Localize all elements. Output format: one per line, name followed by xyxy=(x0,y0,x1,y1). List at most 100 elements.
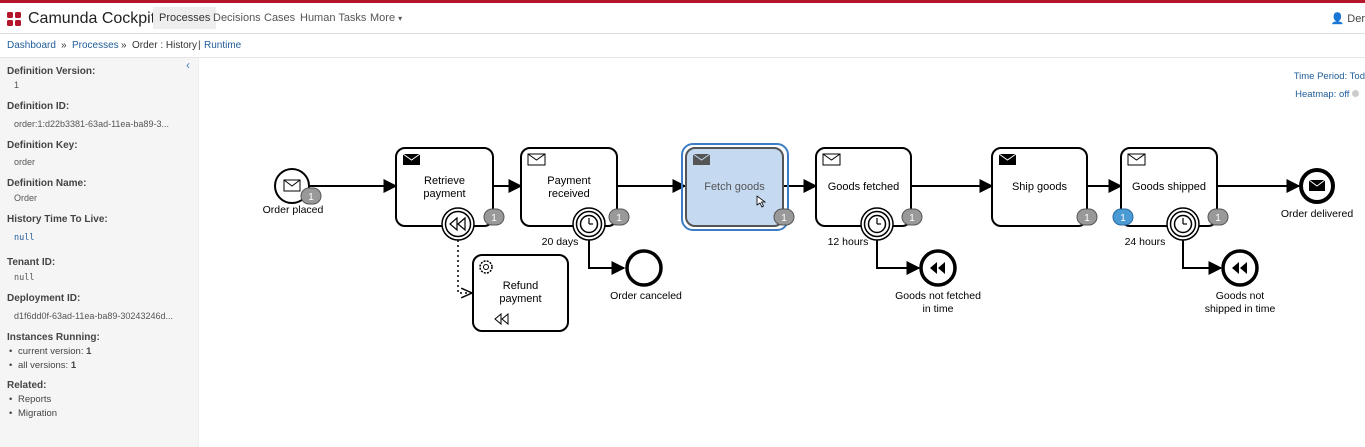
user-menu[interactable]: 👤 Der xyxy=(1331,12,1365,25)
task-label-line: Payment xyxy=(547,175,590,187)
definition-key-value: order xyxy=(14,157,36,167)
task-label: Fetch goods xyxy=(704,181,765,193)
user-icon: 👤 xyxy=(1330,13,1345,25)
end-event-order-canceled[interactable] xyxy=(625,249,663,287)
task-payment-received[interactable]: Payment received xyxy=(520,147,618,227)
task-label: Ship goods xyxy=(1012,181,1068,193)
compensation-fill-icon xyxy=(930,262,945,274)
deployment-id-link[interactable]: d1f6dd0f-63ad-11ea-ba89-30243246d... xyxy=(14,311,173,321)
instances-all-label: all versions: xyxy=(18,360,69,371)
breadcrumb-current: Order : History xyxy=(132,40,198,51)
breadcrumb-dashboard[interactable]: Dashboard xyxy=(7,40,56,51)
compensation-marker-icon xyxy=(494,312,509,326)
end-event-order-delivered[interactable] xyxy=(1299,168,1335,204)
instances-running-label: Instances Running: xyxy=(7,332,100,343)
related-label: Related: xyxy=(7,380,47,391)
badge-count: 1 xyxy=(308,192,314,203)
timer-boundary-icon[interactable] xyxy=(572,207,606,241)
goods-not-shipped-label: shipped in time xyxy=(1205,303,1276,315)
task-goods-fetched[interactable]: Goods fetched xyxy=(815,147,912,227)
badge-count: 1 xyxy=(616,213,622,224)
badge-count: 1 xyxy=(1120,213,1126,224)
timer-boundary-icon[interactable] xyxy=(860,207,894,241)
heatmap-label: Heatmap: off xyxy=(1295,89,1350,100)
badge-count: 1 xyxy=(1215,213,1221,224)
order-placed-label: Order placed xyxy=(263,204,324,216)
tenant-id-value: null xyxy=(14,273,35,283)
task-label-line: payment xyxy=(423,188,465,200)
toggle-circle-icon xyxy=(1352,90,1359,97)
running-instance-badge: 1 xyxy=(1112,208,1134,226)
definition-version-value: 1 xyxy=(14,80,20,90)
goods-not-fetched-label: Goods not fetched xyxy=(895,290,981,302)
breadcrumb-runtime[interactable]: Runtime xyxy=(204,40,242,51)
gear-icon xyxy=(479,260,493,274)
nav-more-label: More xyxy=(370,12,396,24)
definition-id-label: Definition ID: xyxy=(7,101,70,112)
start-event-order-placed[interactable] xyxy=(274,168,310,204)
task-goods-shipped[interactable]: Goods shipped xyxy=(1120,147,1218,227)
nav-processes[interactable]: Processes xyxy=(153,7,217,29)
instance-count-badge: 1 xyxy=(300,187,322,205)
breadcrumb-separator: » xyxy=(121,40,127,51)
definition-name-value: Order xyxy=(14,193,38,203)
app-title: Camunda Cockpit xyxy=(28,10,156,27)
history-ttl-value[interactable]: null xyxy=(14,233,35,243)
breadcrumb: Dashboard » Processes » Order : History … xyxy=(0,34,1365,58)
nav-cases[interactable]: Cases xyxy=(264,12,296,24)
nav-more[interactable]: More ▾ xyxy=(370,12,402,24)
bpmn-diagram: Order placed 1 Retrieve payment 1 Pa xyxy=(263,143,1353,332)
goods-not-shipped-label: Goods not xyxy=(1216,290,1265,302)
end-event-goods-not-fetched[interactable] xyxy=(919,249,957,287)
top-navbar: Camunda Cockpit Processes Decisions Case… xyxy=(0,3,1365,34)
caret-down-icon: ▾ xyxy=(398,14,403,23)
definition-id-value: order:1:d22b3381-63ad-11ea-ba89-3... xyxy=(14,119,169,129)
brand[interactable]: Camunda Cockpit xyxy=(6,8,155,30)
task-label-line: payment xyxy=(499,293,541,305)
collapse-sidebar-icon[interactable]: ‹ xyxy=(186,58,190,72)
instance-count-badge: 1 xyxy=(1207,208,1229,226)
nav-human-tasks[interactable]: Human Tasks xyxy=(300,12,367,24)
badge-count: 1 xyxy=(781,213,787,224)
task-label-line: Refund xyxy=(503,280,538,292)
instances-current-value: 1 xyxy=(86,346,92,357)
breadcrumb-separator: » xyxy=(61,40,67,51)
instances-all-value: 1 xyxy=(70,360,77,371)
task-fetch-goods[interactable]: Fetch goods xyxy=(681,143,789,231)
bpmn-canvas[interactable]: Time Period: Tod Heatmap: off xyxy=(199,58,1365,447)
badge-count: 1 xyxy=(1084,213,1090,224)
instances-current-version: current version: 1 xyxy=(9,346,92,357)
definition-version-label: Definition Version: xyxy=(7,66,96,77)
top-accent-bar xyxy=(0,0,1365,3)
task-ship-goods[interactable]: Ship goods xyxy=(991,147,1088,227)
tenant-id-label: Tenant ID: xyxy=(7,257,56,268)
related-reports-link[interactable]: Reports xyxy=(9,394,51,405)
instance-count-badge: 1 xyxy=(773,208,795,226)
instance-count-badge: 1 xyxy=(1076,208,1098,226)
timer-boundary-icon[interactable] xyxy=(1166,207,1200,241)
related-migration-link[interactable]: Migration xyxy=(9,408,57,419)
breadcrumb-processes[interactable]: Processes xyxy=(72,40,119,51)
cursor-pointer-icon xyxy=(756,195,767,208)
definition-key-label: Definition Key: xyxy=(7,140,78,151)
task-refund-payment[interactable]: Refund payment xyxy=(472,254,569,332)
breadcrumb-pipe: | xyxy=(198,40,201,51)
instance-count-badge: 1 xyxy=(608,208,630,226)
task-label-line: Retrieve xyxy=(424,175,465,187)
task-label: Goods shipped xyxy=(1132,181,1206,193)
nav-decisions[interactable]: Decisions xyxy=(213,12,261,24)
end-event-goods-not-shipped[interactable] xyxy=(1221,249,1259,287)
history-ttl-label: History Time To Live: xyxy=(7,214,108,225)
compensation-boundary-icon[interactable] xyxy=(441,207,475,241)
heatmap-toggle[interactable]: Heatmap: off xyxy=(1295,89,1359,100)
process-sidebar: ‹ Definition Version: 1 Definition ID: o… xyxy=(0,58,199,447)
envelope-icon xyxy=(283,179,301,192)
timer-label-20-days: 20 days xyxy=(542,236,579,248)
order-canceled-label: Order canceled xyxy=(610,290,682,302)
instances-current-label: current version: xyxy=(18,346,84,357)
badge-count: 1 xyxy=(491,213,497,224)
deployment-id-label: Deployment ID: xyxy=(7,293,81,304)
time-period-selector[interactable]: Time Period: Tod xyxy=(1293,71,1365,82)
compensation-association xyxy=(457,240,472,293)
timer-label-24-hours: 24 hours xyxy=(1125,236,1166,248)
